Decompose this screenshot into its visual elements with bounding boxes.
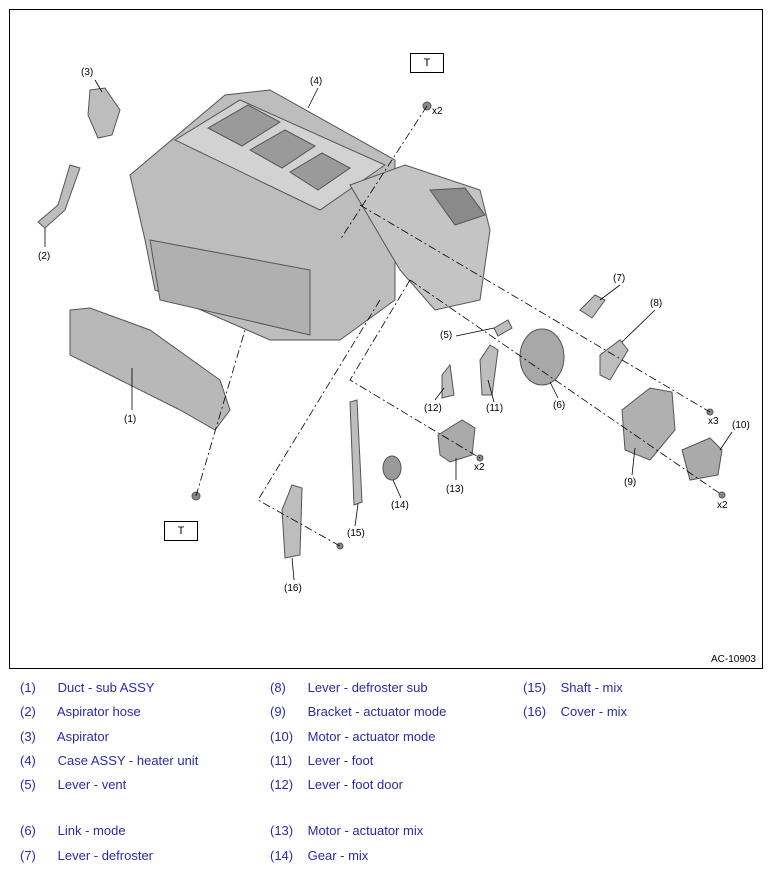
quantity-label: x2: [717, 500, 728, 511]
legend-label: Lever - defroster sub: [307, 680, 428, 695]
legend-number: (8): [270, 680, 286, 695]
callout-2: (2): [38, 251, 51, 262]
legend-item: (13) Motor - actuator mix: [270, 823, 423, 838]
legend-number: (6): [20, 823, 36, 838]
figure-reference-code: AC-10903: [710, 654, 756, 665]
legend-item: (2) Aspirator hose: [20, 704, 141, 719]
link-mode: [519, 328, 565, 386]
motor-actuator-mix: [437, 419, 476, 463]
legend-label: Case ASSY - heater unit: [57, 753, 199, 768]
bracket-actuator-mode: [621, 387, 676, 461]
legend-item: (1) Duct - sub ASSY: [20, 680, 154, 695]
callout-14: (14): [391, 500, 409, 511]
legend-number: (1): [20, 680, 36, 695]
callout-3: (3): [81, 67, 94, 78]
legend-number: (12): [270, 777, 294, 792]
legend-label: Lever - defroster: [57, 848, 153, 863]
callout-5: (5): [440, 330, 453, 341]
legend-label: Link - mode: [57, 823, 126, 838]
legend-item: (9) Bracket - actuator mode: [270, 704, 446, 719]
legend-number: (7): [20, 848, 36, 863]
legend-label: Lever - foot door: [307, 777, 404, 792]
lever-foot: [479, 344, 499, 396]
callout-1: (1): [124, 414, 137, 425]
lever-vent: [493, 319, 513, 337]
callout-7: (7): [613, 273, 626, 284]
torque-mark-bottom: T: [164, 521, 198, 541]
legend-number: (4): [20, 753, 36, 768]
legend-label: Lever - vent: [57, 777, 127, 792]
cover-mix: [281, 484, 303, 559]
legend-number: (5): [20, 777, 36, 792]
legend-label: Motor - actuator mode: [307, 729, 436, 744]
callout-4: (4): [310, 76, 323, 87]
callout-8: (8): [650, 298, 663, 309]
legend-number: (16): [523, 704, 547, 719]
legend-item: (10) Motor - actuator mode: [270, 729, 436, 744]
legend-number: (10): [270, 729, 294, 744]
lever-defroster: [579, 294, 606, 319]
legend-item: (11) Lever - foot: [270, 753, 373, 768]
legend-item: (15) Shaft - mix: [523, 680, 623, 695]
legend-number: (14): [270, 848, 294, 863]
quantity-label: x2: [432, 106, 443, 117]
callout-11: (11): [486, 403, 504, 414]
callout-12: (12): [424, 403, 442, 414]
legend-number: (11): [270, 753, 293, 768]
legend-number: (13): [270, 823, 294, 838]
legend-label: Shaft - mix: [560, 680, 623, 695]
legend-item: (7) Lever - defroster: [20, 848, 153, 863]
torque-mark-top: T: [410, 53, 444, 73]
legend-item: (14) Gear - mix: [270, 848, 368, 863]
legend-label: Lever - foot: [307, 753, 374, 768]
legend-label: Cover - mix: [560, 704, 628, 719]
legend-item: (12) Lever - foot door: [270, 777, 403, 792]
aspirator: [87, 87, 121, 139]
parts-legend: (1) Duct - sub ASSY (2) Aspirator hose (…: [0, 675, 773, 872]
legend-number: (15): [523, 680, 547, 695]
diagram-drawing: [37, 79, 733, 581]
legend-label: Gear - mix: [307, 848, 369, 863]
legend-item: (4) Case ASSY - heater unit: [20, 753, 198, 768]
shaft-mix: [349, 399, 363, 506]
bolt-icon: [718, 491, 726, 499]
bolt-icon: [336, 542, 344, 550]
callout-9: (9): [624, 477, 637, 488]
quantity-label: x3: [708, 416, 719, 427]
callout-13: (13): [446, 484, 464, 495]
lever-foot-door: [441, 363, 455, 399]
legend-number: (3): [20, 729, 36, 744]
motor-actuator-mode: [681, 437, 723, 481]
quantity-label: x2: [474, 462, 485, 473]
gear-mix: [382, 455, 402, 481]
aspirator-hose: [37, 164, 81, 229]
legend-number: (9): [270, 704, 286, 719]
legend-label: Aspirator: [56, 729, 109, 744]
callout-15: (15): [347, 528, 365, 539]
lever-defroster-sub: [599, 339, 629, 381]
callout-6: (6): [553, 400, 566, 411]
duct-sub-assy: [69, 307, 231, 431]
callout-10: (10): [732, 420, 750, 431]
legend-label: Bracket - actuator mode: [307, 704, 447, 719]
legend-item: (6) Link - mode: [20, 823, 126, 838]
exploded-diagram: (3) (4) (2) (1) (7) (8) (5) (6) (11) (12…: [9, 9, 763, 669]
callout-16: (16): [284, 583, 302, 594]
legend-label: Duct - sub ASSY: [57, 680, 155, 695]
legend-item: (8) Lever - defroster sub: [270, 680, 428, 695]
legend-number: (2): [20, 704, 36, 719]
legend-item: (16) Cover - mix: [523, 704, 627, 719]
legend-item: (3) Aspirator: [20, 729, 109, 744]
legend-label: Aspirator hose: [56, 704, 141, 719]
legend-item: (5) Lever - vent: [20, 777, 126, 792]
legend-label: Motor - actuator mix: [307, 823, 424, 838]
